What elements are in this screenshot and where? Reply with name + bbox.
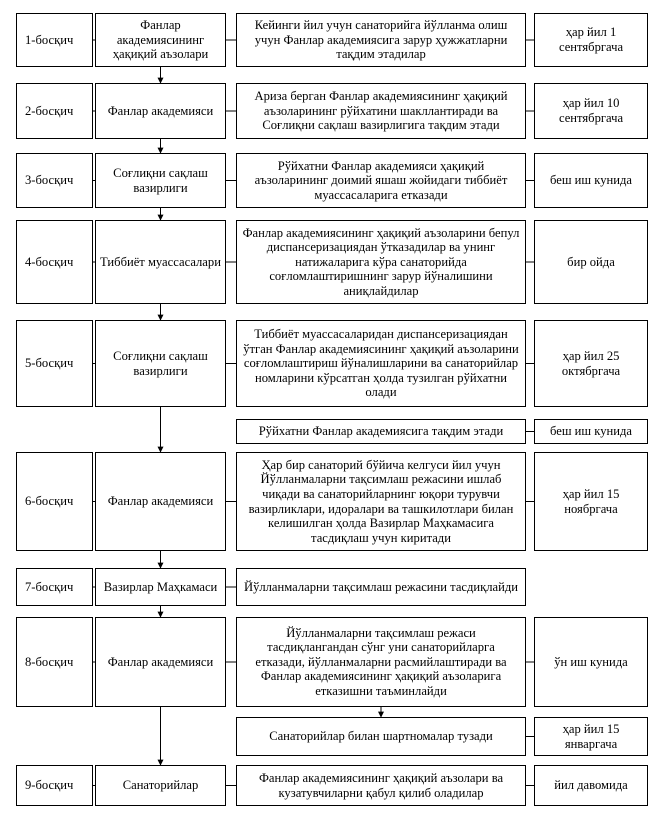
- action-box-2: Ариза берган Фанлар академиясининг ҳақиқ…: [236, 83, 526, 139]
- deadline-box-10-text: йил давомида: [554, 778, 628, 793]
- actor-box-7-text: Вазирлар Маҳкамаси: [103, 579, 218, 594]
- action-box-6-text: Рўйхатни Фанлар академиясига тақдим этад…: [258, 424, 504, 439]
- deadline-box-1-text: ҳар йил 1 сентябргача: [558, 25, 624, 54]
- action-box-8-text: Йўлланмаларни тақсимлаш режасини тасдиқл…: [243, 579, 519, 594]
- actor-box-5: Соғлиқни сақлаш вазирлиги: [95, 320, 226, 407]
- deadline-box-4: бир ойда: [534, 220, 648, 304]
- stage-label-9-text: 9-босқич: [25, 778, 74, 793]
- deadline-box-7: ҳар йил 15 ноябргача: [534, 452, 648, 551]
- action-box-8: Йўлланмаларни тақсимлаш режасини тасдиқл…: [236, 568, 526, 606]
- deadline-box-9-text: ҳар йил 15 январгача: [562, 721, 620, 751]
- action-box-2-text: Ариза берган Фанлар академиясининг ҳақиқ…: [254, 89, 508, 133]
- deadline-box-2: ҳар йил 10 сентябргача: [534, 83, 648, 139]
- actor-box-9: Санаторийлар: [95, 765, 226, 806]
- action-box-10-text: Санаторийлар билан шартномалар тузади: [269, 729, 493, 744]
- action-box-11: Фанлар академиясининг ҳақиқий аъзолари в…: [236, 765, 526, 806]
- actor-box-7: Вазирлар Маҳкамаси: [95, 568, 226, 606]
- stage-label-5-text: 5-босқич: [25, 356, 74, 371]
- action-box-10: Санаторийлар билан шартномалар тузади: [236, 717, 526, 756]
- deadline-box-7-text: ҳар йил 15 ноябргача: [562, 486, 620, 516]
- deadline-box-5: ҳар йил 25 октябргача: [534, 320, 648, 407]
- actor-box-2-text: Фанлар академияси: [107, 103, 214, 118]
- stage-label-5: 5-босқич: [16, 320, 93, 407]
- stage-label-9: 9-босқич: [16, 765, 93, 806]
- deadline-box-10: йил давомида: [534, 765, 648, 806]
- stage-label-8-text: 8-босқич: [25, 654, 74, 669]
- actor-box-3: Соғлиқни сақлаш вазирлиги: [95, 153, 226, 208]
- action-box-3-text: Рўйхатни Фанлар академияси ҳақиқий аъзол…: [254, 158, 508, 202]
- action-box-5-text: Тиббиёт муассасаларидан диспансеризацияд…: [243, 327, 519, 400]
- stage-label-2: 2-босқич: [16, 83, 93, 139]
- deadline-box-9: ҳар йил 15 январгача: [534, 717, 648, 756]
- action-box-7: Ҳар бир санаторий бўйича келгуси йил учу…: [236, 452, 526, 551]
- action-box-1-text: Кейинги йил учун санаторийга йўлланма ол…: [254, 18, 508, 62]
- stage-label-1: 1-босқич: [16, 13, 93, 67]
- stage-label-6: 6-босқич: [16, 452, 93, 551]
- stage-label-1-text: 1-босқич: [25, 32, 74, 47]
- action-box-4-text: Фанлар академиясининг ҳақиқий аъзоларини…: [242, 225, 520, 298]
- actor-box-3-text: Соғлиқни сақлаш вазирлиги: [113, 165, 208, 195]
- actor-box-1-text: Фанлар академиясининг ҳақиқий аъзолари: [112, 18, 209, 62]
- stage-label-7: 7-босқич: [16, 568, 93, 606]
- actor-box-4-text: Тиббиёт муассасалари: [100, 254, 221, 269]
- deadline-box-2-text: ҳар йил 10 сентябргача: [558, 96, 624, 125]
- deadline-box-6: беш иш кунида: [534, 419, 648, 444]
- stage-label-6-text: 6-босқич: [25, 494, 74, 509]
- deadline-box-3-text: беш иш кунида: [550, 173, 632, 188]
- action-box-5: Тиббиёт муассасаларидан диспансеризацияд…: [236, 320, 526, 407]
- action-box-11-text: Фанлар академиясининг ҳақиқий аъзолари в…: [258, 770, 504, 800]
- deadline-box-4-text: бир ойда: [567, 254, 615, 269]
- actor-box-1: Фанлар академиясининг ҳақиқий аъзолари: [95, 13, 226, 67]
- deadline-box-6-text: беш иш кунида: [550, 424, 632, 439]
- action-box-4: Фанлар академиясининг ҳақиқий аъзоларини…: [236, 220, 526, 304]
- deadline-box-3: беш иш кунида: [534, 153, 648, 208]
- action-box-1: Кейинги йил учун санаторийга йўлланма ол…: [236, 13, 526, 67]
- actor-box-4: Тиббиёт муассасалари: [95, 220, 226, 304]
- actor-box-2: Фанлар академияси: [95, 83, 226, 139]
- stage-label-7-text: 7-босқич: [25, 579, 74, 594]
- actor-box-8-text: Фанлар академияси: [107, 654, 214, 669]
- stage-label-3: 3-босқич: [16, 153, 93, 208]
- deadline-box-5-text: ҳар йил 25 октябргача: [561, 348, 621, 378]
- deadline-box-8: ўн иш кунида: [534, 617, 648, 707]
- stage-label-2-text: 2-босқич: [25, 103, 74, 118]
- actor-box-9-text: Санаторийлар: [122, 778, 199, 793]
- stage-label-3-text: 3-босқич: [25, 173, 74, 188]
- action-box-7-text: Ҳар бир санаторий бўйича келгуси йил учу…: [248, 457, 514, 545]
- deadline-box-1: ҳар йил 1 сентябргача: [534, 13, 648, 67]
- stage-label-8: 8-босқич: [16, 617, 93, 707]
- actor-box-6-text: Фанлар академияси: [107, 494, 214, 509]
- stage-label-4: 4-босқич: [16, 220, 93, 304]
- actor-box-8: Фанлар академияси: [95, 617, 226, 707]
- actor-box-5-text: Соғлиқни сақлаш вазирлиги: [113, 348, 208, 378]
- action-box-3: Рўйхатни Фанлар академияси ҳақиқий аъзол…: [236, 153, 526, 208]
- action-box-9: Йўлланмаларни тақсимлаш режаси тасдиқлан…: [236, 617, 526, 707]
- actor-box-6: Фанлар академияси: [95, 452, 226, 551]
- stage-label-4-text: 4-босқич: [25, 254, 74, 269]
- action-box-6: Рўйхатни Фанлар академиясига тақдим этад…: [236, 419, 526, 444]
- action-box-9-text: Йўлланмаларни тақсимлаш режаси тасдиқлан…: [255, 625, 507, 698]
- deadline-box-8-text: ўн иш кунида: [554, 654, 628, 669]
